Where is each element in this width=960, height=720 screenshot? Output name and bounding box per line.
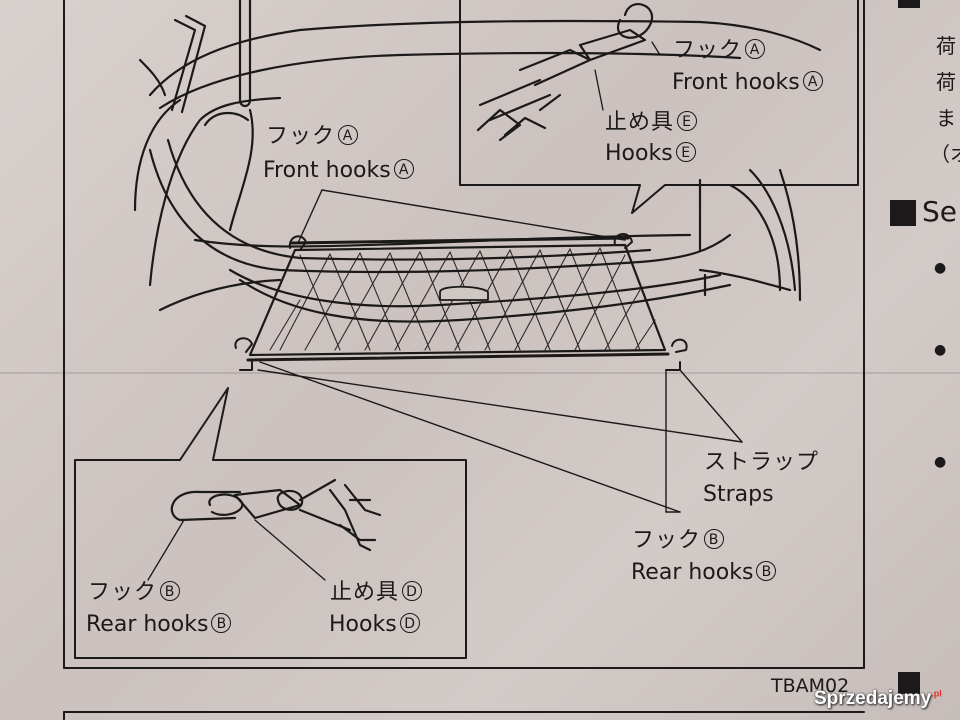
right-text-fragment-1: 荷	[936, 34, 956, 58]
section-square-marker	[890, 200, 916, 226]
right-text-fragment-3: ま	[936, 106, 956, 130]
circled-letter-b: B	[704, 529, 725, 549]
section-heading-fragment: Se	[922, 195, 957, 228]
watermark-logo: Sprzedajemy.pl	[814, 688, 942, 709]
circled-letter-b: B	[160, 581, 181, 601]
circled-letter-e: E	[677, 111, 698, 131]
bullet-point: ●	[934, 454, 947, 470]
circled-letter-b: B	[211, 613, 232, 633]
straps-jp-label: ストラップ	[704, 450, 820, 475]
section-square-marker	[898, 0, 920, 8]
right-text-fragment-4: （オ	[930, 142, 960, 166]
circled-letter-e: E	[675, 142, 696, 162]
front-hooks-callout	[459, 0, 859, 214]
figure-code: TBAM02	[771, 675, 850, 697]
trunk-outline	[133, 0, 822, 323]
bullet-point: ●	[934, 260, 947, 276]
circled-letter-a: A	[802, 71, 823, 91]
circled-letter-a: A	[338, 125, 359, 145]
figure-frame	[63, 0, 865, 720]
circled-letter-d: D	[402, 581, 423, 601]
section-square-marker	[898, 672, 920, 694]
right-text-fragment-2: 荷	[936, 70, 956, 94]
cargo-net	[246, 236, 670, 362]
bullet-point: ●	[934, 342, 947, 358]
circled-letter-a: A	[745, 39, 766, 59]
circled-letter-a: A	[393, 159, 414, 179]
circled-letter-b: B	[756, 561, 777, 581]
leader-lines	[257, 189, 743, 513]
straps-en-label: Straps	[703, 482, 774, 507]
rear-hooks-callout	[74, 387, 467, 659]
net-corner-hooks	[234, 233, 688, 371]
paper-fold-crease	[0, 372, 960, 374]
circled-letter-d: D	[399, 613, 420, 633]
